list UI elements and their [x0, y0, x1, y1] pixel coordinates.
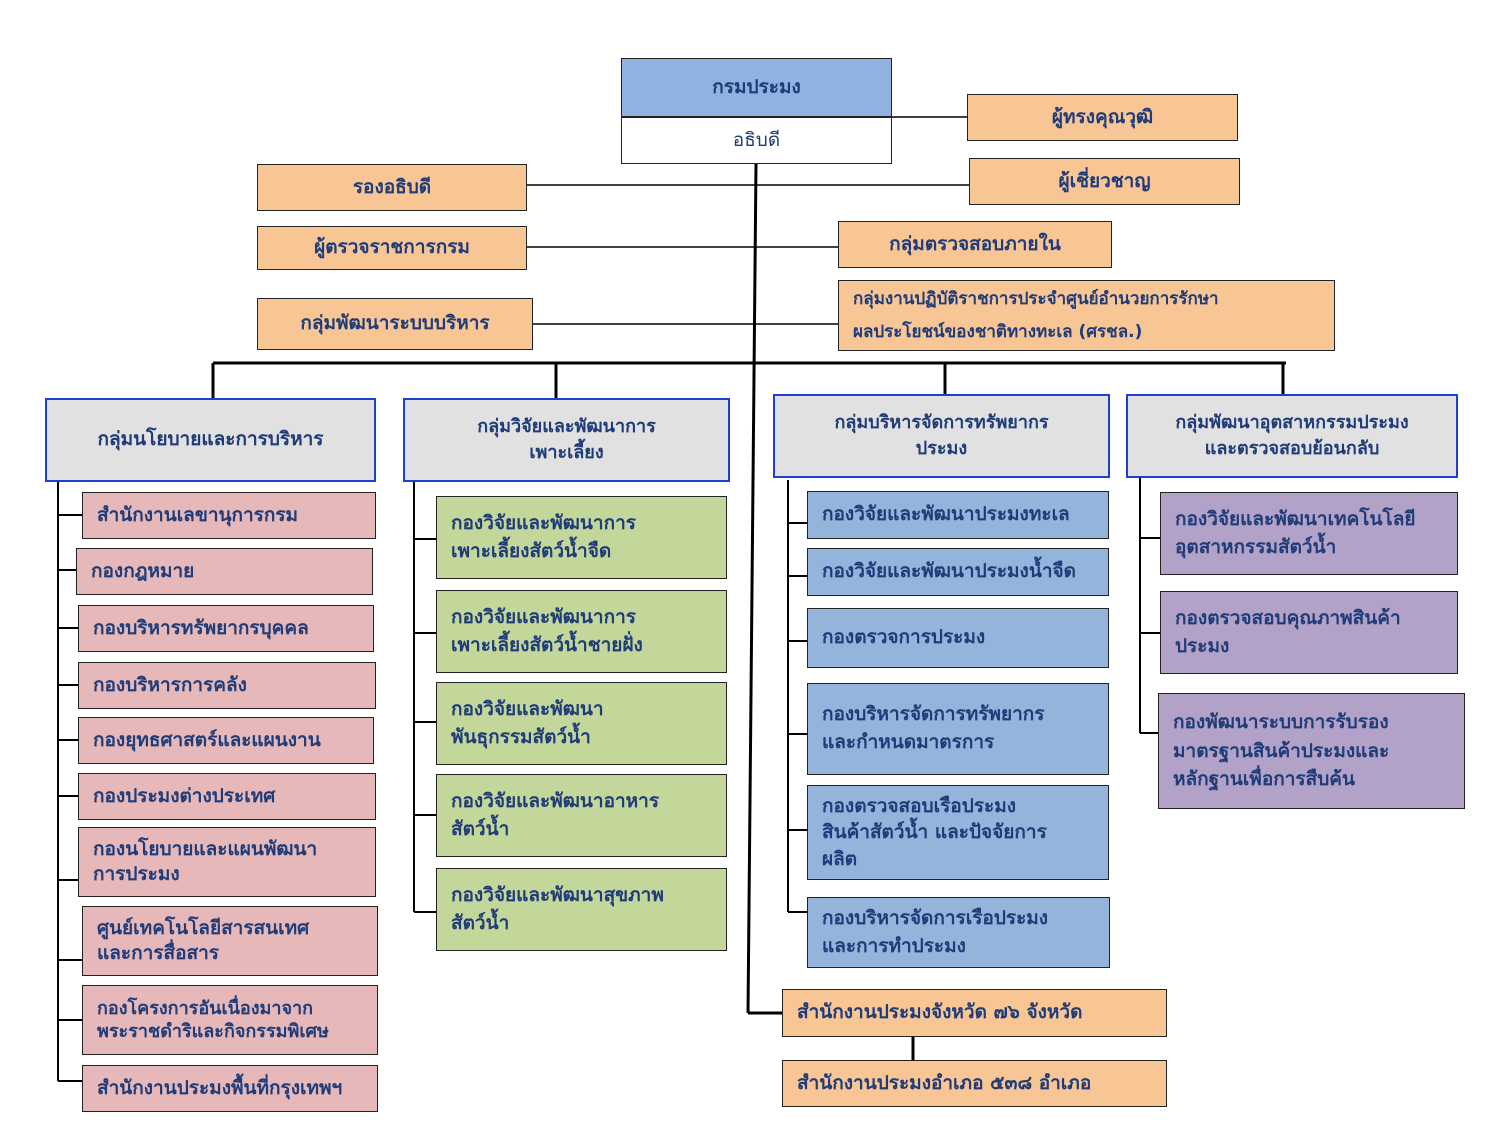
division-item: กองวิจัยและพัฒนา พันธุกรรมสัตว์น้ำ — [436, 682, 727, 765]
expert-qualified: ผู้ทรงคุณวุฒิ — [967, 94, 1238, 141]
maritime-center-group: กลุ่มงานปฏิบัติราชการประจำศูนย์อำนวยการร… — [838, 280, 1335, 351]
division-item: กองวิจัยและพัฒนาการ เพาะเลี้ยงสัตว์น้ำชา… — [436, 590, 727, 673]
division-item: กองบริหารการคลัง — [78, 662, 376, 709]
division-item: กองประมงต่างประเทศ — [78, 773, 376, 820]
division-item: สำนักงานเลขานุการกรม — [82, 492, 376, 539]
admin-development-group: กลุ่มพัฒนาระบบบริหาร — [257, 298, 533, 350]
division-item: กองบริหารจัดการทรัพยากร และกำหนดมาตรการ — [807, 683, 1109, 775]
division-item: กองบริหารทรัพยากรบุคคล — [78, 605, 374, 652]
director-general: อธิบดี — [621, 117, 892, 164]
group-industry-traceability: กลุ่มพัฒนาอุตสาหกรรมประมง และตรวจสอบย้อน… — [1126, 394, 1458, 478]
division-item: กองวิจัยและพัฒนาสุขภาพ สัตว์น้ำ — [436, 868, 727, 951]
division-item: สำนักงานประมงพื้นที่กรุงเทพฯ — [82, 1065, 378, 1112]
district-fisheries-offices: สำนักงานประมงอำเภอ ๕๓๘ อำเภอ — [782, 1060, 1167, 1107]
internal-audit-group: กลุ่มตรวจสอบภายใน — [838, 221, 1112, 268]
group-resource-management: กลุ่มบริหารจัดการทรัพยากร ประมง — [773, 394, 1110, 478]
group-aquaculture-rd: กลุ่มวิจัยและพัฒนาการ เพาะเลี้ยง — [403, 398, 730, 482]
division-item: กองตรวจสอบคุณภาพสินค้า ประมง — [1160, 591, 1458, 674]
trunk-line — [746, 163, 758, 1014]
group-policy-admin: กลุ่มนโยบายและการบริหาร — [45, 398, 376, 482]
division-item: กองตรวจสอบเรือประมง สินค้าสัตว์น้ำ และปั… — [807, 785, 1109, 880]
division-item: กองยุทธศาสตร์และแผนงาน — [78, 717, 374, 764]
inspector-general: ผู้ตรวจราชการกรม — [257, 226, 527, 270]
department-title: กรมประมง — [621, 58, 892, 117]
provincial-fisheries-offices: สำนักงานประมงจังหวัด ๗๖ จังหวัด — [782, 989, 1167, 1037]
division-item: ศูนย์เทคโนโลยีสารสนเทศ และการสื่อสาร — [82, 906, 378, 976]
division-item: กองตรวจการประมง — [807, 608, 1109, 668]
division-item: กองกฎหมาย — [76, 548, 373, 595]
specialist: ผู้เชี่ยวชาญ — [969, 158, 1240, 205]
division-item: กองนโยบายและแผนพัฒนา การประมง — [78, 827, 376, 897]
deputy-director-general: รองอธิบดี — [257, 164, 527, 211]
division-item: กองวิจัยและพัฒนาประมงน้ำจืด — [807, 548, 1109, 596]
division-item: กองบริหารจัดการเรือประมง และการทำประมง — [807, 897, 1110, 968]
division-item: กองวิจัยและพัฒนาอาหาร สัตว์น้ำ — [436, 774, 727, 857]
division-item: กองวิจัยและพัฒนาการ เพาะเลี้ยงสัตว์น้ำจื… — [436, 496, 727, 579]
division-item: กองพัฒนาระบบการรับรอง มาตรฐานสินค้าประมง… — [1158, 693, 1465, 809]
division-item: กองวิจัยและพัฒนาประมงทะเล — [807, 491, 1109, 539]
division-item: กองโครงการอันเนื่องมาจาก พระราชดำริและกิ… — [82, 985, 378, 1055]
division-item: กองวิจัยและพัฒนาเทคโนโลยี อุตสาหกรรมสัตว… — [1160, 492, 1458, 575]
